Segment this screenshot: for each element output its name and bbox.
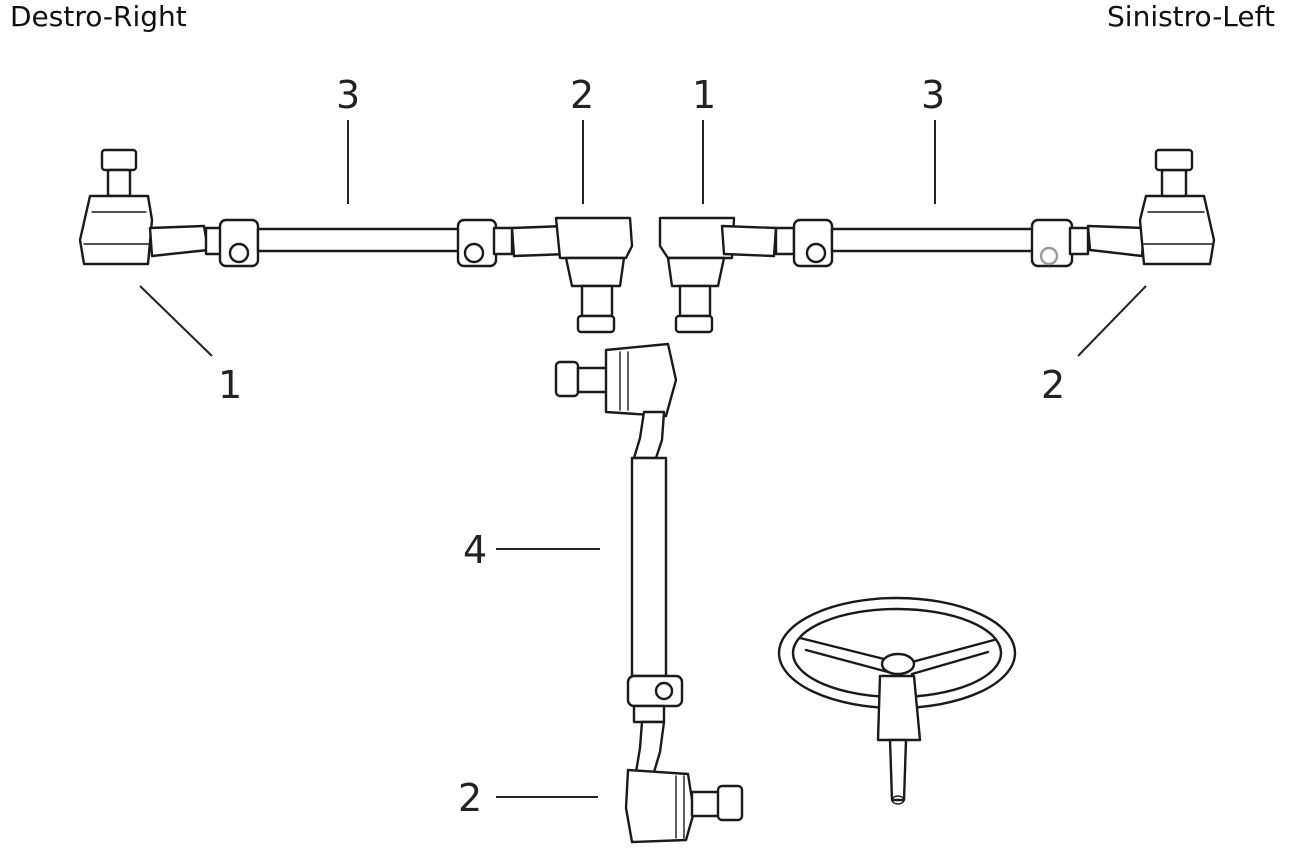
steering-wheel <box>777 596 1017 805</box>
tie-rod-end-outer-right <box>78 148 210 266</box>
callout-top-3-right: 3 <box>921 73 945 117</box>
label-destro-right: Destro-Right <box>10 0 187 33</box>
adjusting-clamp-left-1 <box>774 218 834 268</box>
drag-link-lower-end <box>624 720 744 844</box>
leader-lines <box>139 120 1147 798</box>
drag-link-clamp <box>626 674 684 724</box>
drag-link-upper-end <box>554 342 678 460</box>
tie-rod-end-outer-left <box>1086 148 1216 266</box>
adjusting-clamp-right-1 <box>204 218 260 268</box>
adjusting-clamp-right-2 <box>456 218 514 268</box>
tie-rod-assembly-left <box>658 148 1216 334</box>
tie-rod-tube-left <box>830 227 1036 253</box>
callout-bottom-1-left: 1 <box>218 363 242 407</box>
tie-rod-tube-right <box>256 227 462 253</box>
drag-link-assembly <box>554 342 744 844</box>
drag-link-tube <box>630 456 668 678</box>
callout-top-3-left: 3 <box>336 73 360 117</box>
tie-rod-assembly-right <box>78 148 634 334</box>
callout-numbers: 3 2 1 3 1 2 4 2 <box>218 73 1065 820</box>
callout-bottom-2-right: 2 <box>1041 363 1065 407</box>
tie-rod-end-inner-left <box>658 216 778 334</box>
callout-top-1-center: 1 <box>692 73 716 117</box>
callout-top-2-center: 2 <box>570 73 594 117</box>
label-sinistro-left: Sinistro-Left <box>1107 0 1275 33</box>
callout-drag-link-2: 2 <box>458 776 482 820</box>
adjusting-clamp-left-2 <box>1030 218 1090 268</box>
tie-rod-end-inner-right <box>510 216 634 334</box>
callout-drag-link-4: 4 <box>463 528 487 572</box>
